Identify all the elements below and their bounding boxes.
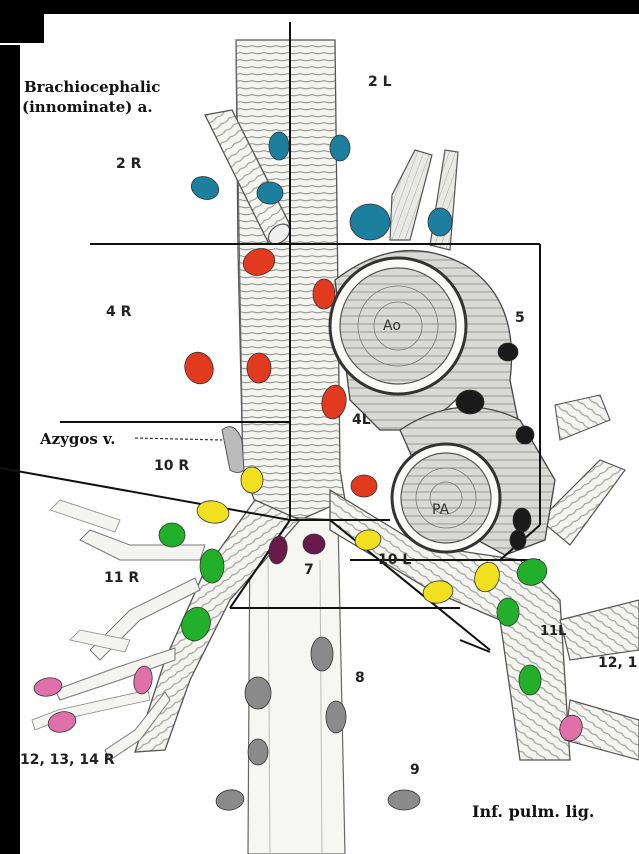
station-9: 9 bbox=[410, 762, 420, 778]
station-10L: 10 L bbox=[378, 552, 411, 568]
black-lymph-node bbox=[510, 530, 526, 550]
station-2R: 2 R bbox=[116, 156, 141, 172]
station-2L: 2 L bbox=[368, 74, 392, 90]
black-lymph-node bbox=[513, 508, 531, 532]
aorta-label: Ao bbox=[383, 318, 401, 334]
station-4R: 4 R bbox=[106, 304, 131, 320]
gray-lymph-node bbox=[326, 701, 346, 733]
gray-lymph-node bbox=[248, 739, 268, 765]
red-lymph-node bbox=[180, 348, 217, 388]
station-8: 8 bbox=[355, 670, 365, 686]
station-4L: 4L bbox=[352, 412, 371, 428]
station-7: 7 bbox=[304, 562, 314, 578]
red-lymph-node bbox=[247, 353, 271, 383]
station-12-13-14R: 12, 13, 14 R bbox=[20, 752, 115, 768]
green-lymph-node bbox=[519, 665, 541, 695]
inf-pulm-lig-label: Inf. pulm. lig. bbox=[472, 802, 594, 821]
red-lymph-node bbox=[313, 279, 335, 309]
black-lymph-node bbox=[456, 390, 484, 414]
blue-lymph-node bbox=[330, 135, 350, 161]
gray-lymph-node bbox=[311, 637, 333, 671]
station-12L: 12, 1 bbox=[598, 655, 637, 671]
yellow-lymph-node bbox=[241, 467, 263, 493]
gray-lymph-node bbox=[214, 788, 245, 813]
brachiocephalic-label-line2: (innominate) a. bbox=[22, 98, 153, 116]
azygos-vein bbox=[135, 427, 244, 473]
blue-lymph-node bbox=[428, 208, 452, 236]
azygos-label: Azygos v. bbox=[40, 430, 115, 448]
station-10R: 10 R bbox=[154, 458, 189, 474]
station-11R: 11 R bbox=[104, 570, 139, 586]
purple-lymph-node bbox=[303, 534, 325, 554]
blue-lymph-node bbox=[269, 132, 289, 160]
brachiocephalic-label-line1: Brachiocephalic bbox=[24, 78, 160, 96]
left-neck-vessels bbox=[390, 150, 458, 250]
gray-lymph-node bbox=[388, 790, 420, 810]
green-lymph-node bbox=[497, 598, 519, 626]
pulmonary-artery-label: PA bbox=[432, 502, 449, 518]
blue-lymph-node bbox=[188, 173, 222, 203]
red-lymph-node bbox=[351, 475, 377, 497]
black-lymph-node bbox=[498, 343, 518, 361]
green-lymph-node bbox=[200, 549, 224, 583]
gray-lymph-node bbox=[245, 677, 271, 709]
blue-lymph-node bbox=[257, 182, 283, 204]
green-lymph-node bbox=[159, 523, 185, 547]
yellow-lymph-node bbox=[195, 498, 230, 525]
black-lymph-node bbox=[516, 426, 534, 444]
station-5: 5 bbox=[515, 310, 525, 326]
blue-lymph-node bbox=[350, 204, 390, 240]
station-11L: 11L bbox=[540, 624, 566, 639]
